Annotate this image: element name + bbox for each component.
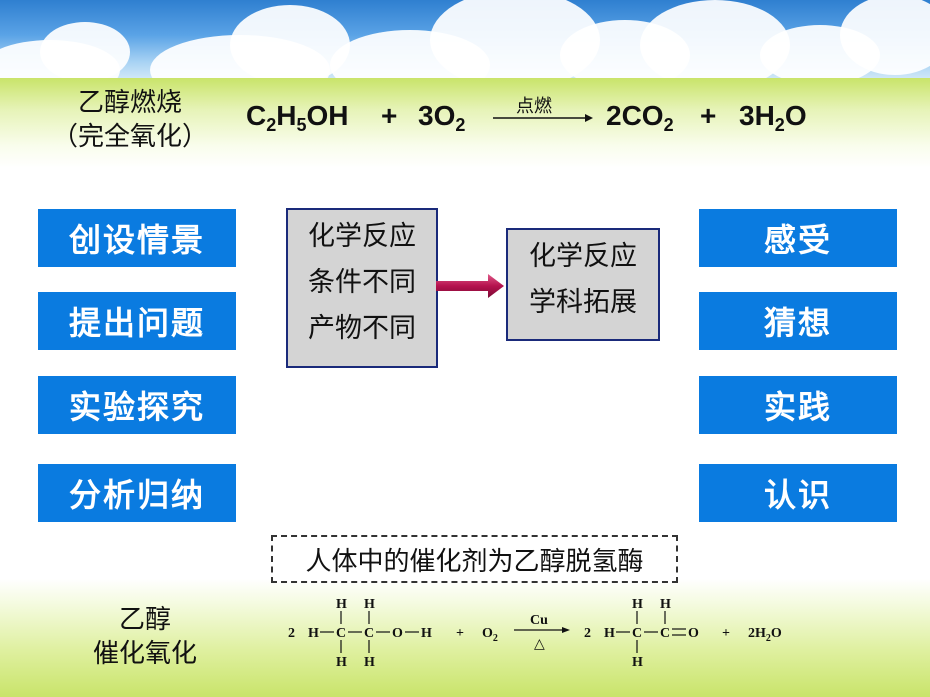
heat-symbol: △ [534,637,545,652]
arrow-right-icon [436,274,504,298]
reaction-arrow [493,114,593,122]
button-experiment[interactable]: 实验探究 [38,376,236,434]
atom-o: O [688,626,699,641]
atom-h: H [421,626,432,641]
box-conditions-line3: 产物不同 [308,313,416,344]
box-conditions: 化学反应 条件不同 产物不同 [286,208,438,368]
button-understand[interactable]: 认识 [699,464,897,522]
reactant-ethanol: C2H5OH [246,100,349,135]
atom-h: H [336,655,347,670]
sky-banner [0,0,930,78]
coef-ethanol: 2 [288,626,295,641]
atom-c: C [660,626,670,641]
button-feel[interactable]: 感受 [699,209,897,267]
reactant-oxygen: 3O2 [418,100,466,135]
button-create-scenario[interactable]: 创设情景 [38,209,236,267]
plus-sign-1: + [381,100,398,131]
catalytic-title: 乙醇 催化氧化 [70,603,220,671]
button-raise-question[interactable]: 提出问题 [38,292,236,350]
product-water: 3H2O [739,100,807,135]
atom-h: H [308,626,319,641]
box-extension-line1: 化学反应 [529,241,637,272]
enzyme-note: 人体中的催化剂为乙醇脱氢酶 [271,535,678,583]
combustion-title: 乙醇燃烧 （完全氧化） [50,86,210,154]
plus-sign-3: + [456,626,464,641]
combustion-title-line2: （完全氧化） [51,122,208,152]
condition-label: 点燃 [516,96,552,117]
atom-h: H [660,597,671,612]
box-extension-line2: 学科拓展 [529,287,637,318]
top-green-band [0,78,930,168]
box-extension: 化学反应 学科拓展 [506,228,660,341]
atom-h: H [364,655,375,670]
product-co2: 2CO2 [606,100,674,135]
atom-c: C [632,626,642,641]
button-guess[interactable]: 猜想 [699,292,897,350]
catalytic-title-line1: 乙醇 [118,605,171,635]
button-analyze[interactable]: 分析归纳 [38,464,236,522]
atom-h: H [364,597,375,612]
button-practice[interactable]: 实践 [699,376,897,434]
atom-c: C [336,626,346,641]
atom-c: C [364,626,374,641]
catalyst-label: Cu [530,613,548,628]
atom-h: H [336,597,347,612]
atom-h: H [604,626,615,641]
atom-o: O [392,626,403,641]
plus-sign-4: + [722,626,730,641]
combustion-title-line1: 乙醇燃烧 [77,88,182,118]
structural-equation: 2 H C H H C H H O H + O2 Cu △ 2 H C H H … [288,597,782,670]
box-conditions-line2: 条件不同 [308,267,416,298]
bottom-green-band [0,579,930,697]
plus-sign-2: + [700,100,717,131]
catalytic-title-line2: 催化氧化 [92,639,197,669]
atom-h: H [632,655,643,670]
oxygen-formula: O2 [482,626,498,644]
water-formula: 2H2O [748,626,782,644]
atom-h: H [632,597,643,612]
box-conditions-line1: 化学反应 [308,221,416,252]
coef-aldehyde: 2 [584,626,591,641]
